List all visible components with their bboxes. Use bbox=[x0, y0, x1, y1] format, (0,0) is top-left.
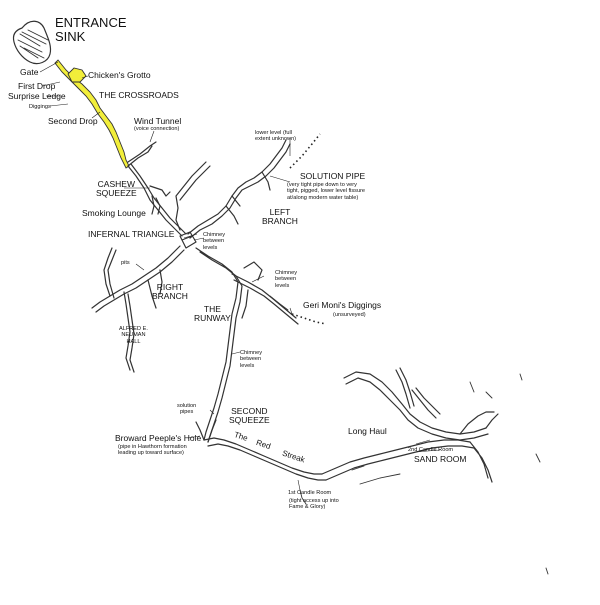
infernal-triangle bbox=[179, 231, 197, 249]
solution-pipe-note-line1: (very tight pipe down to very bbox=[287, 182, 357, 188]
runway-parallel bbox=[231, 261, 299, 325]
runway-passage bbox=[195, 247, 243, 443]
geri-moni-diggings-passage bbox=[269, 295, 289, 311]
red-streak-passage bbox=[203, 437, 327, 481]
wind-tunnel-passage bbox=[127, 141, 157, 167]
left-branch-label-line2: BRANCH bbox=[262, 215, 298, 226]
second-drop-label: Second Drop bbox=[48, 116, 98, 126]
the-runway-label-line1: THE bbox=[203, 304, 221, 314]
chimney-label-1-line2: between bbox=[203, 238, 225, 245]
diggings-label: Diggings bbox=[29, 104, 51, 110]
solution-pipes-label-line1: solution bbox=[177, 403, 197, 409]
lower-level-note-line1: lower level (full bbox=[255, 130, 292, 136]
broward-peeples-hole-label: Broward Peeple's Hole bbox=[115, 433, 202, 443]
chickens-grotto bbox=[67, 67, 87, 83]
chimney-label-3-line1: Chimney bbox=[240, 350, 263, 356]
chimney-label-2: Chimney between levels bbox=[275, 270, 297, 289]
pits-label: pits bbox=[121, 260, 130, 266]
geri-moni-unsurveyed bbox=[291, 313, 327, 325]
alfred-neuman-hall-label-line1: ALFRED E. bbox=[119, 326, 148, 332]
chimney-label-1-line1: Chimney bbox=[203, 232, 226, 238]
right-branch-passage bbox=[91, 245, 185, 313]
first-candle-room-note-line2: Fame & Glory) bbox=[289, 504, 326, 511]
solution-pipe-note-line2: tight, pigged, lower level fissure bbox=[287, 188, 366, 195]
entrance-sink-hatching bbox=[17, 29, 49, 59]
first-drop-label: First Drop bbox=[18, 81, 56, 91]
first-candle-room-note: (tight access up into Fame & Glory) bbox=[289, 498, 339, 511]
lower-level-note: lower level (full extent unknown) bbox=[255, 130, 296, 143]
chimney-label-3-line3: levels bbox=[240, 362, 255, 369]
entrance-sink bbox=[12, 20, 52, 65]
entrance-sink-label-line2: SINK bbox=[55, 28, 86, 44]
chimney-label-3: Chimney between levels bbox=[240, 350, 262, 369]
chimney-label-2-line3: levels bbox=[275, 282, 290, 289]
label-leaders bbox=[39, 61, 441, 491]
geri-moni-note: (unsurveyed) bbox=[333, 312, 366, 318]
second-squeeze-label-line2: SQUEEZE bbox=[229, 414, 270, 425]
sand-room-minor bbox=[299, 373, 549, 575]
sand-room-east bbox=[459, 411, 499, 483]
chickens-grotto-label: Chicken's Grotto bbox=[88, 70, 151, 80]
chimney-label-2-line1: Chimney bbox=[275, 270, 298, 276]
solution-pipes-label-line2: pipes bbox=[179, 409, 194, 416]
solution-pipe-note: (very tight pipe down to very tight, pig… bbox=[287, 182, 365, 201]
first-candle-room-note-line1: (tight access up into bbox=[289, 498, 339, 504]
cashew-squeeze-passage bbox=[149, 185, 171, 215]
alfred-neuman-hall-label-line2: NEUMAN bbox=[121, 332, 146, 339]
left-branch-label-line1: LEFT bbox=[269, 207, 291, 217]
chimney-label-3-line2: between bbox=[240, 356, 262, 363]
geri-moni-label: Geri Moni's Diggings bbox=[303, 300, 382, 310]
smoking-lounge-label: Smoking Lounge bbox=[82, 208, 146, 218]
right-branch-side bbox=[103, 247, 163, 373]
lower-level-note-line2: extent unknown) bbox=[255, 136, 297, 143]
right-branch-label-line2: BRANCH bbox=[152, 290, 188, 301]
chimney-label-1: Chimney between levels bbox=[203, 232, 225, 251]
cashew-squeeze-label-line2: SQUEEZE bbox=[96, 187, 137, 198]
solution-pipe-label: SOLUTION PIPE bbox=[300, 171, 366, 181]
broward-peeples-hole-note: (pipe in Hawthorn formation leading up t… bbox=[118, 444, 187, 457]
upper-north-branch bbox=[175, 161, 211, 231]
broward-peeples-hole-passage bbox=[195, 419, 217, 443]
wind-tunnel-label: Wind Tunnel bbox=[134, 116, 182, 126]
the-runway-label: THE RUNWAY bbox=[194, 305, 231, 323]
chimney-label-2-line2: between bbox=[275, 276, 297, 283]
solution-pipe-note-line3: at/along modern water table) bbox=[287, 194, 359, 201]
solution-pipes-label: solution pipes bbox=[177, 403, 196, 416]
wind-tunnel-note: (voice connection) bbox=[134, 126, 180, 132]
sand-room-label: SAND ROOM bbox=[414, 454, 467, 464]
chimney-label-1-line3: levels bbox=[203, 244, 218, 251]
gate-label: Gate bbox=[20, 67, 39, 77]
alfred-neuman-hall-label-line3: HALL bbox=[126, 338, 141, 345]
left-branch-label: LEFT BRANCH bbox=[262, 208, 298, 226]
second-squeeze-label: SECOND SQUEEZE bbox=[229, 407, 270, 425]
broward-peeples-hole-note-line2: leading up toward surface) bbox=[118, 450, 184, 457]
second-candle-room-label: 2nd Candle Room bbox=[408, 447, 454, 453]
the-runway-label-line2: RUNWAY bbox=[194, 312, 231, 323]
second-squeeze-label-line1: SECOND bbox=[231, 406, 268, 416]
left-branch-side bbox=[225, 171, 271, 225]
alfred-neuman-hall-label: ALFRED E. NEUMAN HALL bbox=[119, 326, 148, 345]
broward-peeples-hole-note-line1: (pipe in Hawthorn formation bbox=[118, 444, 187, 450]
right-branch-label-line1: RIGHT bbox=[156, 282, 184, 292]
first-candle-room-label: 1st Candle Room bbox=[288, 490, 332, 496]
surprise-ledge-label: Surprise Ledge bbox=[8, 91, 66, 101]
infernal-triangle-label: INFERNAL TRIANGLE bbox=[88, 229, 175, 239]
entrance-sink-label-line1: ENTRANCE bbox=[55, 15, 127, 30]
entrance-sink-label: ENTRANCE SINK bbox=[55, 16, 127, 43]
right-branch-label: RIGHT BRANCH bbox=[152, 283, 188, 301]
long-haul-label: Long Haul bbox=[348, 426, 387, 436]
left-branch-passage bbox=[187, 139, 291, 239]
cashew-squeeze-label-line1: CASHEW bbox=[97, 179, 135, 189]
the-crossroads-label: THE CROSSROADS bbox=[99, 90, 179, 100]
cashew-squeeze-label: CASHEW SQUEEZE bbox=[96, 180, 137, 198]
long-haul-passage bbox=[321, 439, 475, 481]
surveyed-entrance-passage bbox=[54, 59, 130, 169]
sand-room-north bbox=[395, 367, 441, 419]
